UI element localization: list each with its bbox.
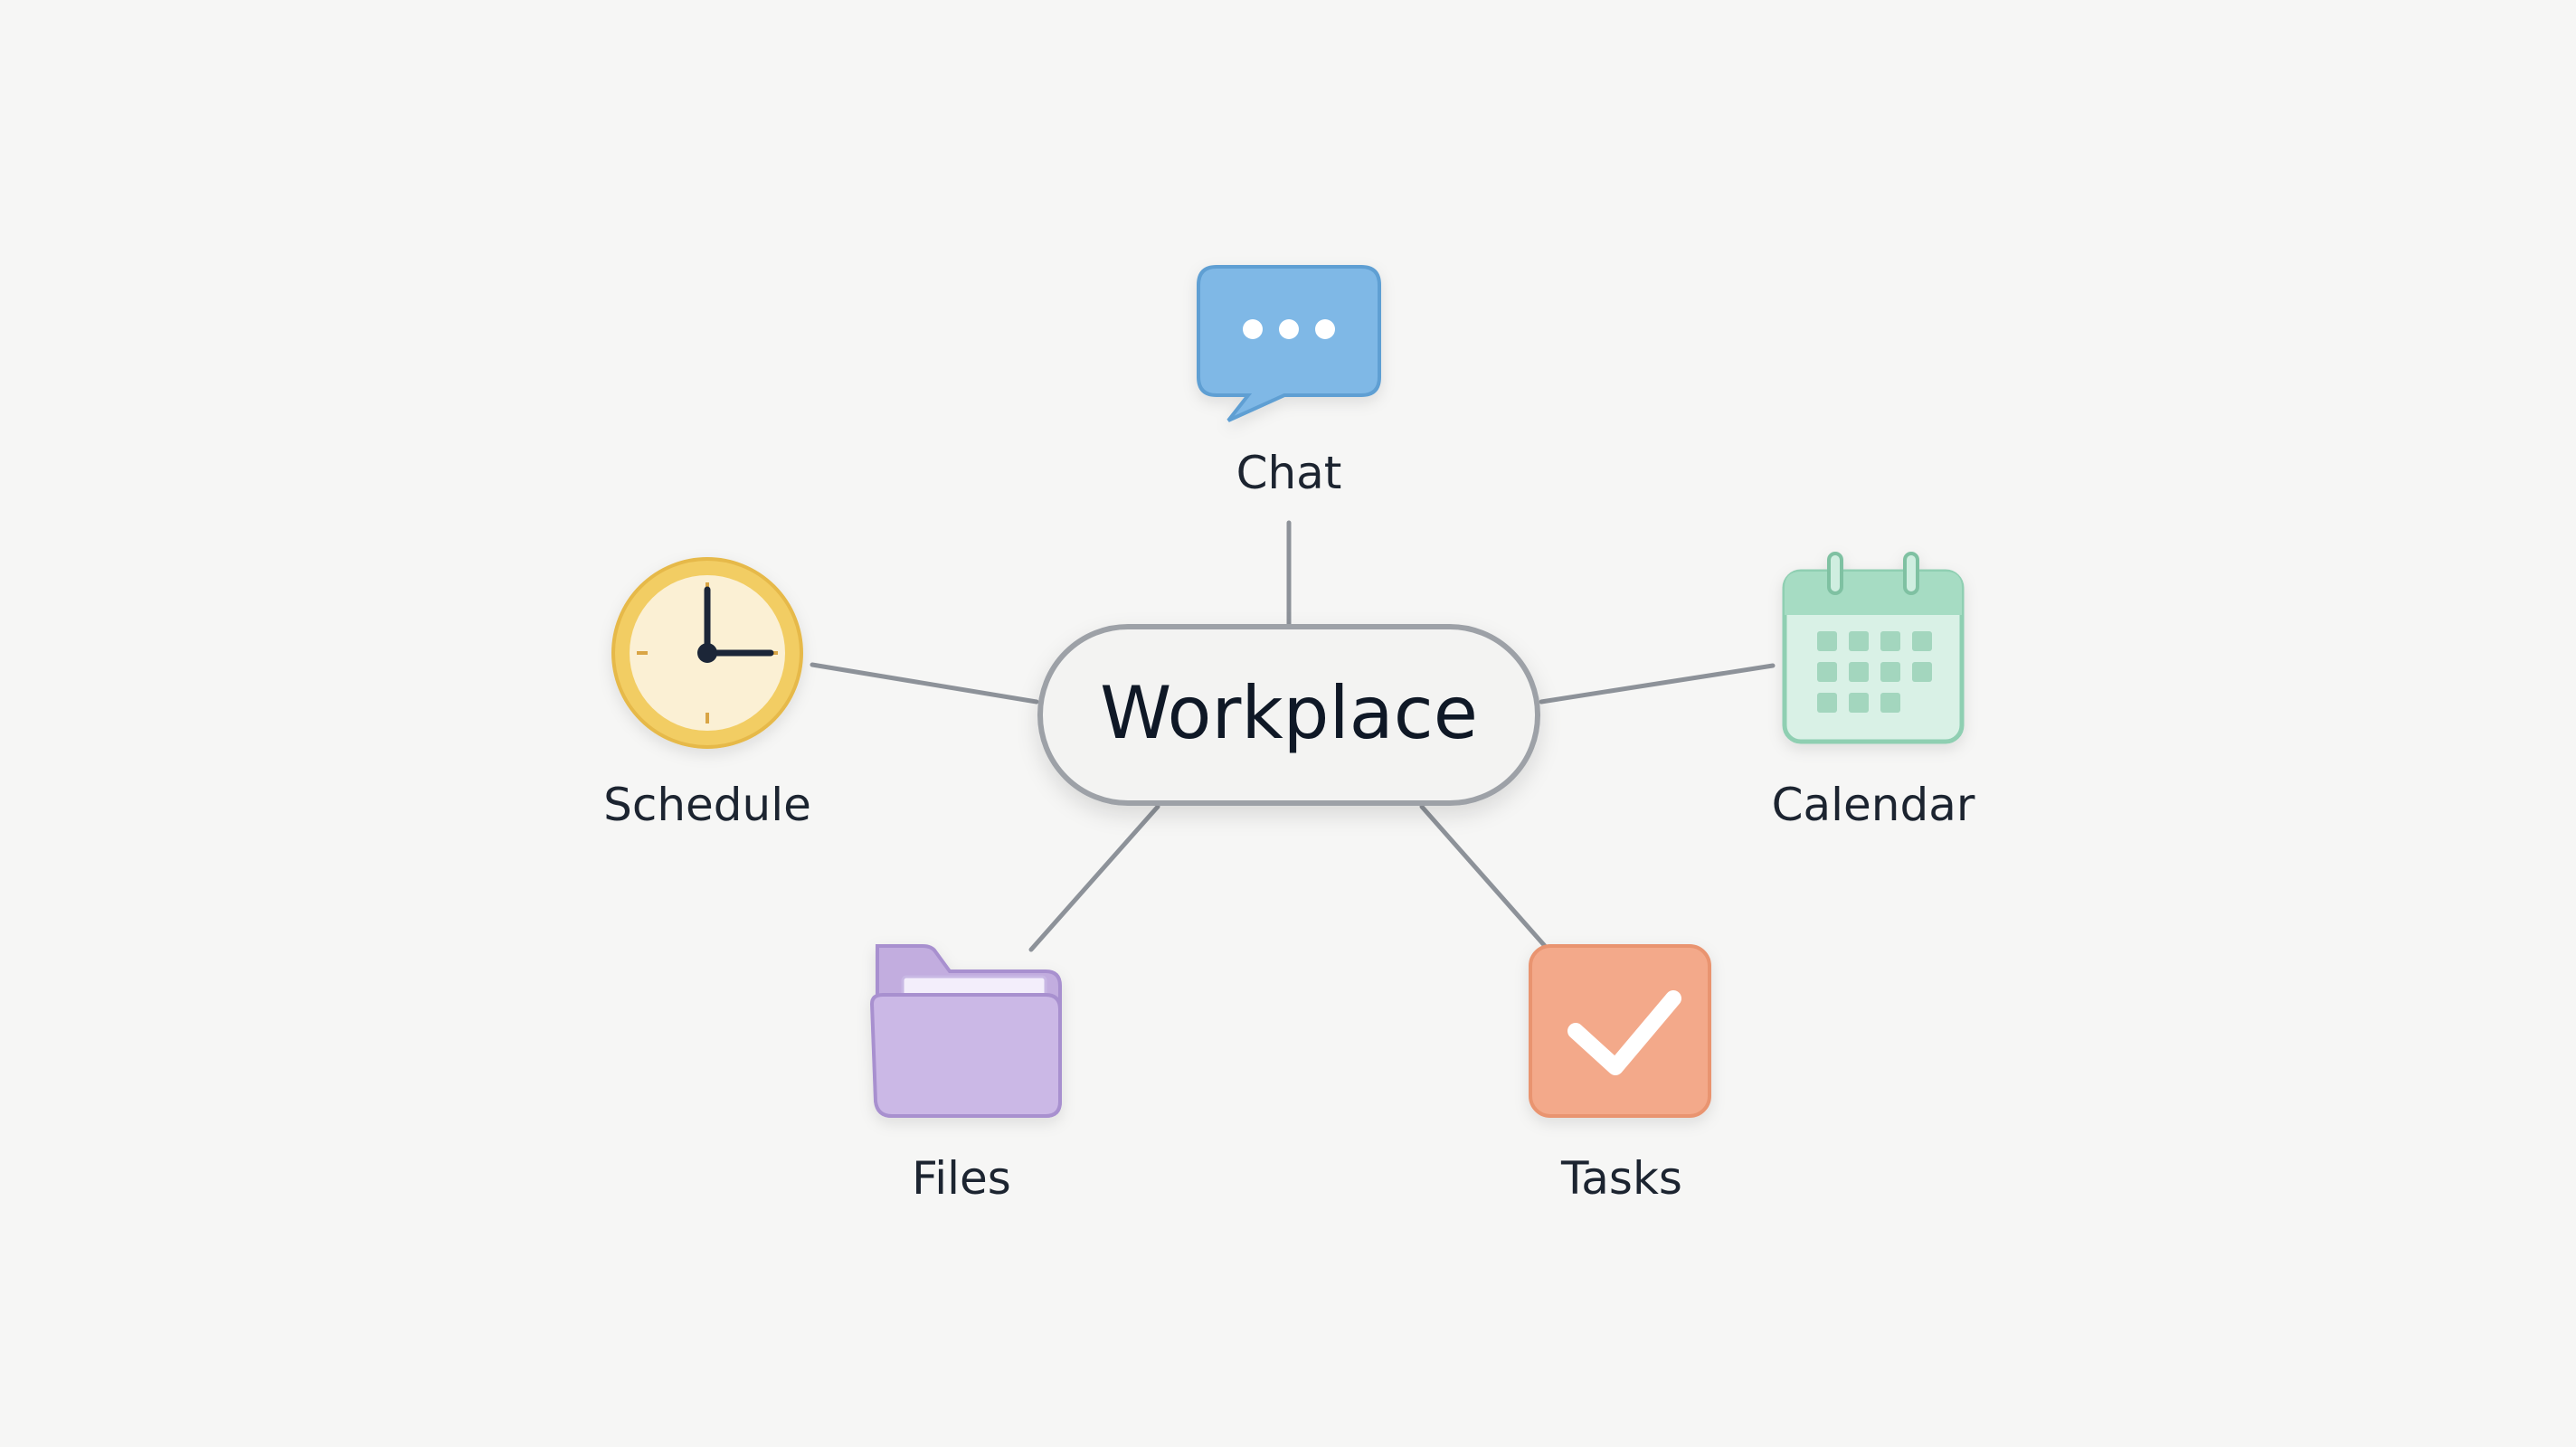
connector-files (1028, 804, 1160, 952)
checkbox-icon (1529, 944, 1711, 1118)
node-files[interactable]: Files (869, 944, 1062, 1205)
clock-icon (611, 557, 803, 749)
node-label-tasks: Tasks (1560, 1152, 1682, 1205)
node-tasks[interactable]: Tasks (1529, 944, 1711, 1205)
connector-tasks (1419, 804, 1548, 949)
center-node-pill[interactable] (1037, 624, 1540, 806)
node-label-files: Files (912, 1152, 1011, 1205)
folder-icon (869, 944, 1062, 1118)
center-node-label: Workplace (1100, 671, 1478, 755)
chat-bubble-icon (1197, 265, 1381, 422)
center-node[interactable] (1037, 624, 1540, 806)
connector-calendar (1539, 663, 1776, 705)
node-label-schedule: Schedule (603, 779, 811, 831)
node-schedule[interactable]: Schedule (603, 557, 811, 831)
node-label-calendar: Calendar (1772, 779, 1975, 831)
node-chat[interactable]: Chat (1197, 265, 1381, 499)
node-calendar[interactable]: Calendar (1772, 552, 1975, 831)
calendar-icon (1782, 552, 1965, 744)
connector-schedule (810, 662, 1039, 705)
node-label-chat: Chat (1236, 447, 1342, 499)
connectors (810, 520, 1776, 952)
